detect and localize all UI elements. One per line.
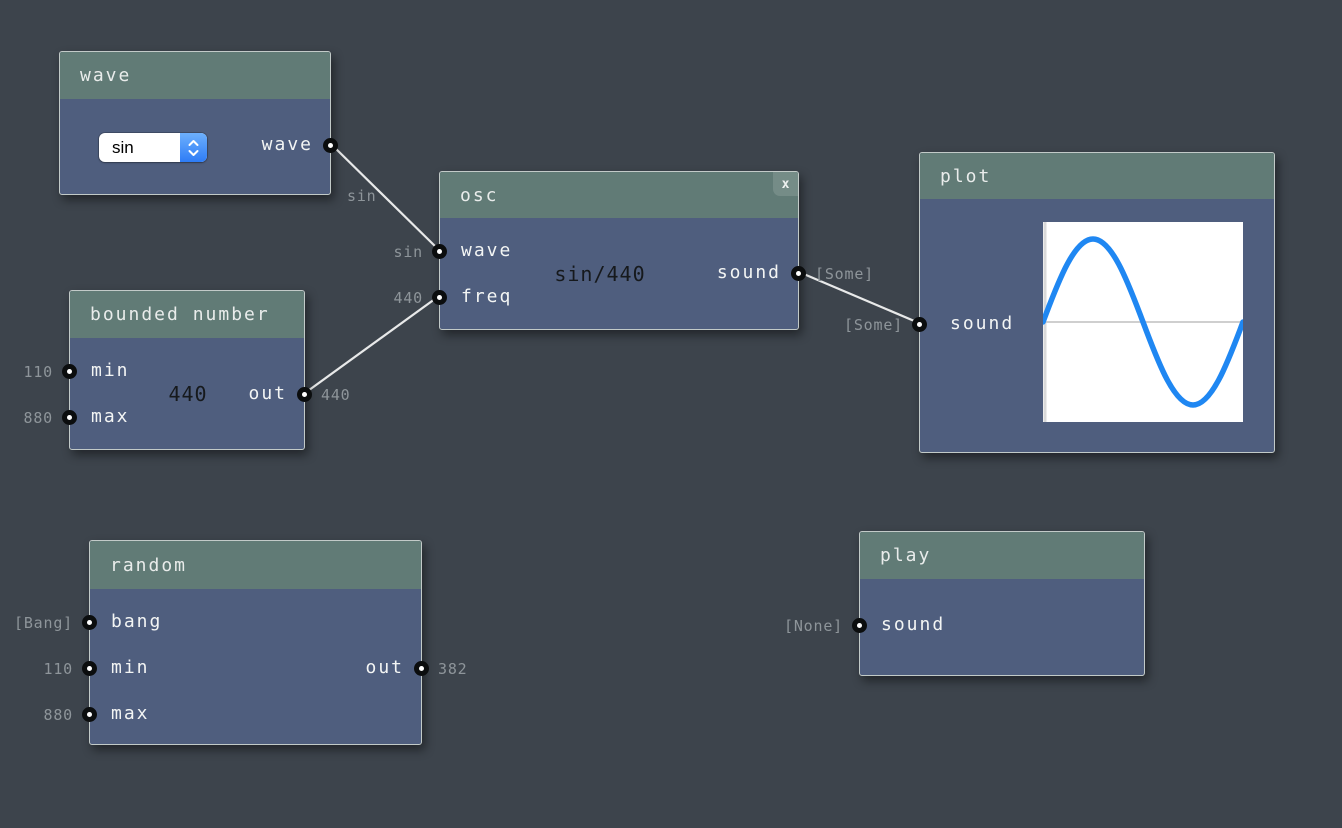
port-play-sound-in[interactable] xyxy=(852,618,867,633)
wire-bounded-to-osc[interactable] xyxy=(304,295,440,394)
node-random-title: random xyxy=(110,554,188,576)
node-plot-title: plot xyxy=(940,165,992,187)
port-value-bounded-max: 880 xyxy=(23,409,53,427)
port-plot-sound-in[interactable] xyxy=(912,317,927,332)
node-random[interactable]: random bang [Bang] min 110 max 880 out 3… xyxy=(14,540,467,745)
port-value-bounded-min: 110 xyxy=(23,363,53,381)
port-label-osc-wave: wave xyxy=(461,240,513,261)
port-label-osc-freq: freq xyxy=(461,286,513,307)
port-label-bounded-min: min xyxy=(91,360,130,381)
port-value-random-bang: [Bang] xyxy=(14,614,73,632)
port-label-wave-out: wave xyxy=(261,134,313,155)
port-value-wave-out: sin xyxy=(347,187,377,205)
port-value-osc-freq: 440 xyxy=(393,289,423,307)
node-bounded-number-title: bounded number xyxy=(90,304,270,325)
node-wave-header[interactable]: wave xyxy=(60,52,330,99)
close-icon[interactable]: x xyxy=(773,172,798,196)
port-value-random-min: 110 xyxy=(43,660,73,678)
port-osc-wave-in[interactable] xyxy=(432,244,447,259)
wire-wave-to-osc[interactable] xyxy=(330,143,440,251)
node-wave-title: wave xyxy=(80,65,132,86)
port-value-plot-sound: [Some] xyxy=(844,316,903,334)
port-label-random-out: out xyxy=(365,657,404,678)
port-osc-sound-out[interactable] xyxy=(791,266,806,281)
port-random-bang-in[interactable] xyxy=(82,615,97,630)
port-value-play-sound: [None] xyxy=(784,617,843,635)
node-random-header[interactable]: random xyxy=(90,541,421,589)
osc-display-value: sin/440 xyxy=(554,262,646,286)
node-bounded-number[interactable]: bounded number min 110 max 880 440 out 4… xyxy=(24,290,350,450)
port-value-osc-sound: [Some] xyxy=(815,265,874,283)
wire-osc-to-plot[interactable] xyxy=(798,270,920,325)
node-osc[interactable]: osc x wave sin freq 440 sin/440 sound [S… xyxy=(394,171,873,330)
port-label-bounded-max: max xyxy=(91,406,130,427)
port-label-plot-sound: sound xyxy=(950,313,1015,334)
port-value-osc-wave: sin xyxy=(393,243,423,261)
node-plot-header[interactable]: plot xyxy=(920,153,1274,199)
port-label-random-max: max xyxy=(111,703,150,724)
port-label-bounded-out: out xyxy=(248,383,287,404)
node-play-title: play xyxy=(880,545,932,566)
port-random-max-in[interactable] xyxy=(82,707,97,722)
port-random-min-in[interactable] xyxy=(82,661,97,676)
port-value-bounded-out: 440 xyxy=(321,386,351,404)
sine-wave-graphic xyxy=(1040,222,1246,422)
node-bounded-number-header[interactable]: bounded number xyxy=(70,291,304,338)
waveform-plot xyxy=(1040,222,1246,422)
bounded-number-value[interactable]: 440 xyxy=(168,382,208,406)
port-label-random-min: min xyxy=(111,657,150,678)
port-bounded-min-in[interactable] xyxy=(62,364,77,379)
port-value-random-out: 382 xyxy=(438,660,468,678)
port-bounded-out[interactable] xyxy=(297,387,312,402)
node-wave[interactable]: wave sin wave sin xyxy=(59,51,376,205)
wave-type-selected-value: sin xyxy=(112,137,134,157)
node-play[interactable]: play sound [None] xyxy=(784,531,1145,676)
node-osc-header[interactable]: osc x xyxy=(440,172,798,218)
node-plot[interactable]: plot sound [Some] xyxy=(844,152,1275,453)
port-random-out[interactable] xyxy=(414,661,429,676)
updown-chevrons-icon xyxy=(180,133,207,162)
port-bounded-max-in[interactable] xyxy=(62,410,77,425)
port-wave-out[interactable] xyxy=(323,138,338,153)
port-osc-freq-in[interactable] xyxy=(432,290,447,305)
port-label-random-bang: bang xyxy=(111,611,163,632)
node-osc-title: osc xyxy=(460,184,499,206)
port-label-play-sound: sound xyxy=(881,614,946,635)
wave-type-select[interactable]: sin xyxy=(99,133,207,162)
port-value-random-max: 880 xyxy=(43,706,73,724)
port-label-osc-sound: sound xyxy=(716,262,781,283)
node-play-header[interactable]: play xyxy=(860,532,1144,579)
